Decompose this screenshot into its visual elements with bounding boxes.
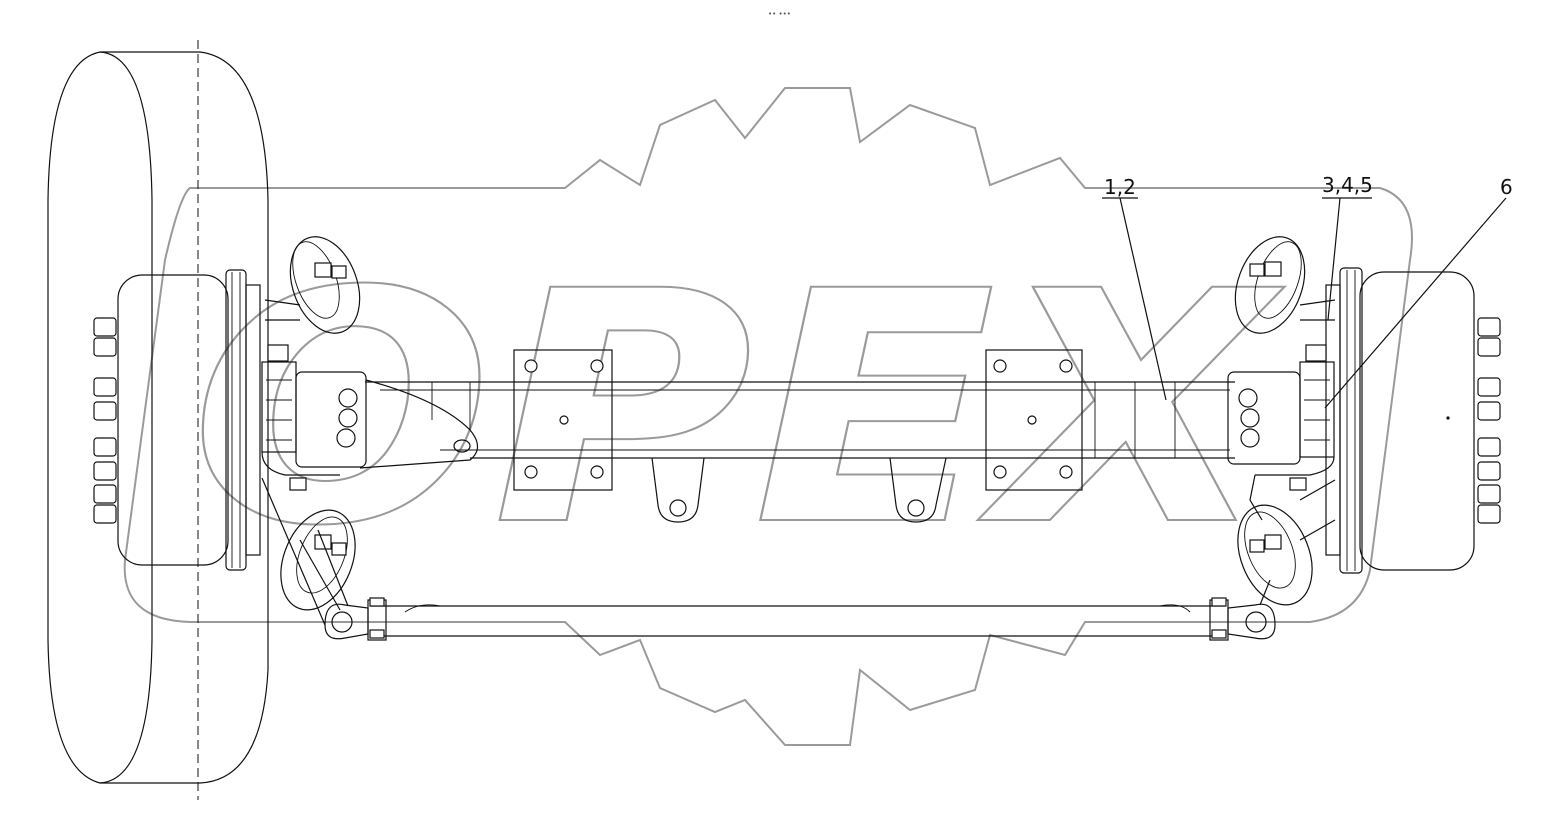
header-code: •• ••• [768, 10, 791, 18]
left-upper-brake-chamber [264, 236, 361, 334]
right-steering-knuckle [1227, 344, 1335, 521]
callout-3-4-5: 3,4,5 [1322, 173, 1373, 321]
callout-3-4-5-label: 3,4,5 [1322, 173, 1373, 197]
watermark-logo: OPEX [123, 87, 1413, 746]
tie-rod [261, 477, 1276, 641]
right-hub-drum [1325, 267, 1501, 574]
callout-1-2: 1,2 [1102, 175, 1167, 401]
callout-6-label: 6 [1500, 175, 1513, 199]
left-axle-bracket [651, 457, 705, 523]
axle-beam [365, 381, 1235, 459]
right-lower-brake-chamber [1237, 479, 1336, 606]
watermark-text: OPEX [190, 224, 1285, 596]
left-steering-knuckle [261, 344, 479, 491]
left-hub-drum [93, 269, 261, 571]
left-lower-brake-chamber [280, 509, 356, 611]
left-spring-seat [513, 349, 613, 491]
right-axle-bracket [889, 457, 947, 523]
callout-6: 6 [1324, 175, 1513, 409]
right-wheel-nuts [1477, 317, 1501, 524]
right-spring-seat [985, 349, 1083, 491]
left-tire [47, 40, 269, 800]
callout-1-2-label: 1,2 [1104, 175, 1136, 199]
right-upper-brake-chamber [1234, 236, 1336, 334]
left-wheel-nuts [93, 317, 117, 524]
watermark-gear-outline [123, 87, 1413, 746]
